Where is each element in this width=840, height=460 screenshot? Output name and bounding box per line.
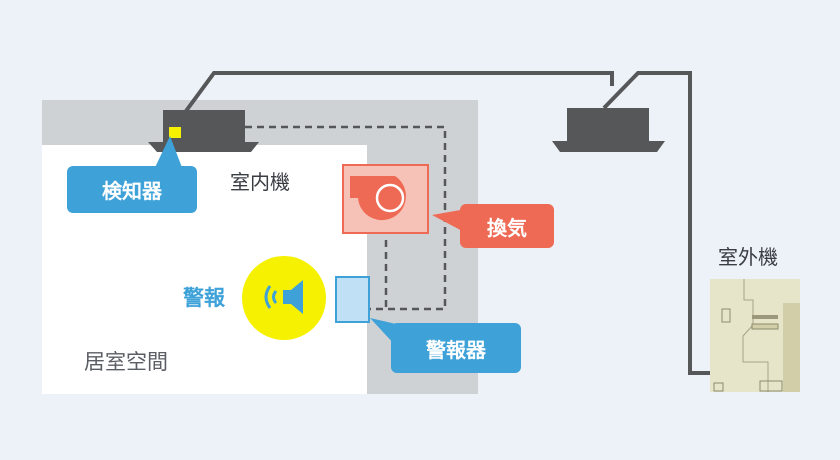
indoor-unit-label: 室内機 xyxy=(230,170,290,194)
detector-callout: 検知器 xyxy=(67,166,197,213)
alarm-box-icon xyxy=(335,276,370,323)
alarm-device-callout-pointer xyxy=(370,318,396,346)
living-space-label: 居室空間 xyxy=(84,350,168,374)
outdoor-unit-icon xyxy=(710,279,800,392)
ceiling-ac-unit-icon xyxy=(148,110,259,152)
refrigerant-pipe-outdoor xyxy=(602,71,712,375)
fan-icon xyxy=(342,164,429,234)
speaker-icon xyxy=(242,256,326,340)
ventilation-callout: 換気 xyxy=(460,204,554,248)
outdoor-unit-label: 室外機 xyxy=(718,245,778,269)
refrigerant-pipe xyxy=(184,71,614,113)
ventilation-callout-pointer xyxy=(432,209,466,233)
ceiling-ac-unit-2-icon xyxy=(552,108,665,152)
alarm-label: 警報 xyxy=(183,286,225,310)
alarm-device-callout: 警報器 xyxy=(391,323,521,373)
